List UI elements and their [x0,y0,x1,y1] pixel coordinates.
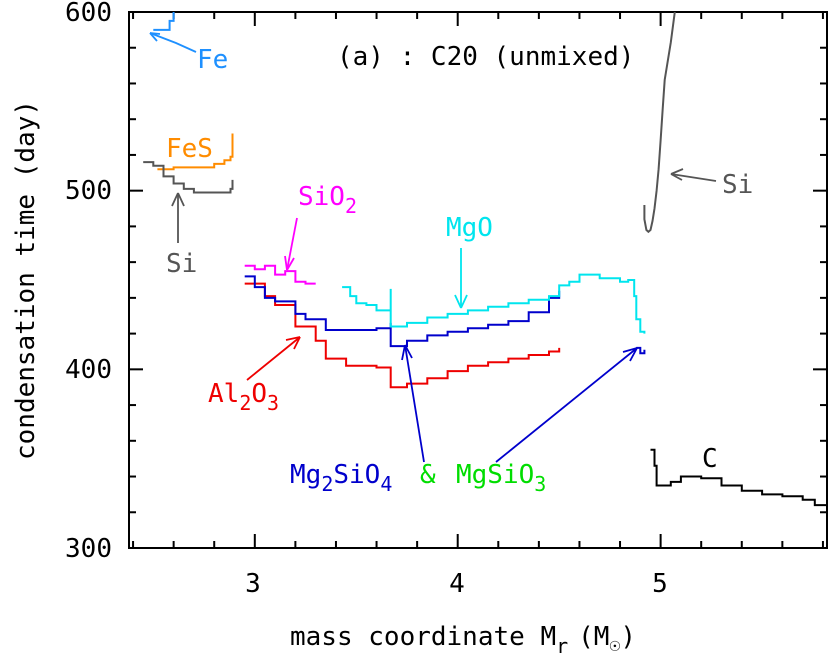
mgo-arrowhead [454,294,468,309]
series-line-mg2sio4-tail [636,346,646,355]
y-tick-label-500: 500 [65,176,112,206]
label-al2o3: Al2O3 [208,379,279,415]
label-mg2sio4-b: 2 [321,472,333,496]
al2o3-arrow [246,336,301,381]
label-mgsio3-a: MgSiO [456,460,534,490]
mg2sio4-arrowhead-2 [622,347,638,362]
y-axis-label: condensation time (day) [11,100,41,460]
label-amp: & [420,460,436,490]
x-axis-label-sub: r [556,634,568,658]
label-al2o3-c: O [251,379,267,409]
label-mg2sio4-c: SiO [333,460,380,490]
series-line-si-outer [643,11,676,234]
series-layer [143,11,828,509]
x-axis-label-tail: (M [578,622,609,652]
series-line-sio2 [244,264,316,285]
x-tick-label-4: 4 [449,569,465,599]
fe-arrow [149,32,197,53]
label-sio2-sub: 2 [345,194,357,218]
mg2sio4-arrowhead-1 [401,344,413,361]
x-tick-label-3: 3 [245,569,261,599]
label-mg2sio4: Mg2SiO4 [290,460,392,496]
label-al2o3-b: 2 [239,391,251,415]
si-inner-arrowhead [171,192,185,207]
si-outer-arrowhead [670,168,684,181]
mg2sio4-arrow-1 [404,344,425,463]
x-axis-label-odot: ☉ [609,635,620,656]
series-line-si [143,161,234,194]
label-al2o3-a: Al [208,379,239,409]
y-tick-label-300: 300 [65,534,112,564]
label-mg2sio4-a: Mg [290,460,321,490]
al2o3-arrowhead [285,336,301,350]
mg2sio4-arrow-2 [495,347,638,463]
series-line-al2o3 [244,282,561,389]
label-mgsio3: MgSiO3 [456,460,546,496]
label-mg2sio4-d: 4 [380,472,392,496]
series-line-mgo [342,273,646,334]
y-tick-label-600: 600 [65,0,112,28]
series-line-fes [157,133,234,171]
sio2-arrow [286,217,298,271]
series-line-mg2sio4 [244,275,561,348]
label-c: C [702,444,718,474]
si-outer-arrow [670,173,717,182]
series-line-fe [153,12,175,31]
chart-title: (a) : C20 (unmixed) [337,42,634,72]
label-si-outer: Si [722,170,753,200]
label-fe: Fe [197,45,228,75]
label-mgo: MgO [446,213,493,243]
x-axis-label: mass coordinate Mr (M☉) [290,622,636,658]
y-tick-label-400: 400 [65,355,112,385]
label-mgsio3-b: 3 [534,472,546,496]
label-al2o3-d: 3 [267,391,279,415]
label-fes: FeS [166,134,213,164]
x-axis-label-main: mass coordinate M [290,622,556,652]
label-si-inner: Si [166,249,197,279]
x-tick-label-5: 5 [652,569,668,599]
x-axis-label-close: ) [620,622,636,652]
label-sio2: SiO2 [298,182,357,218]
label-sio2-main: SiO [298,182,345,212]
series-line-c [650,448,828,509]
plot-frame [128,11,828,549]
sio2-arrowhead [284,255,295,271]
fe-arrowhead [149,32,161,42]
